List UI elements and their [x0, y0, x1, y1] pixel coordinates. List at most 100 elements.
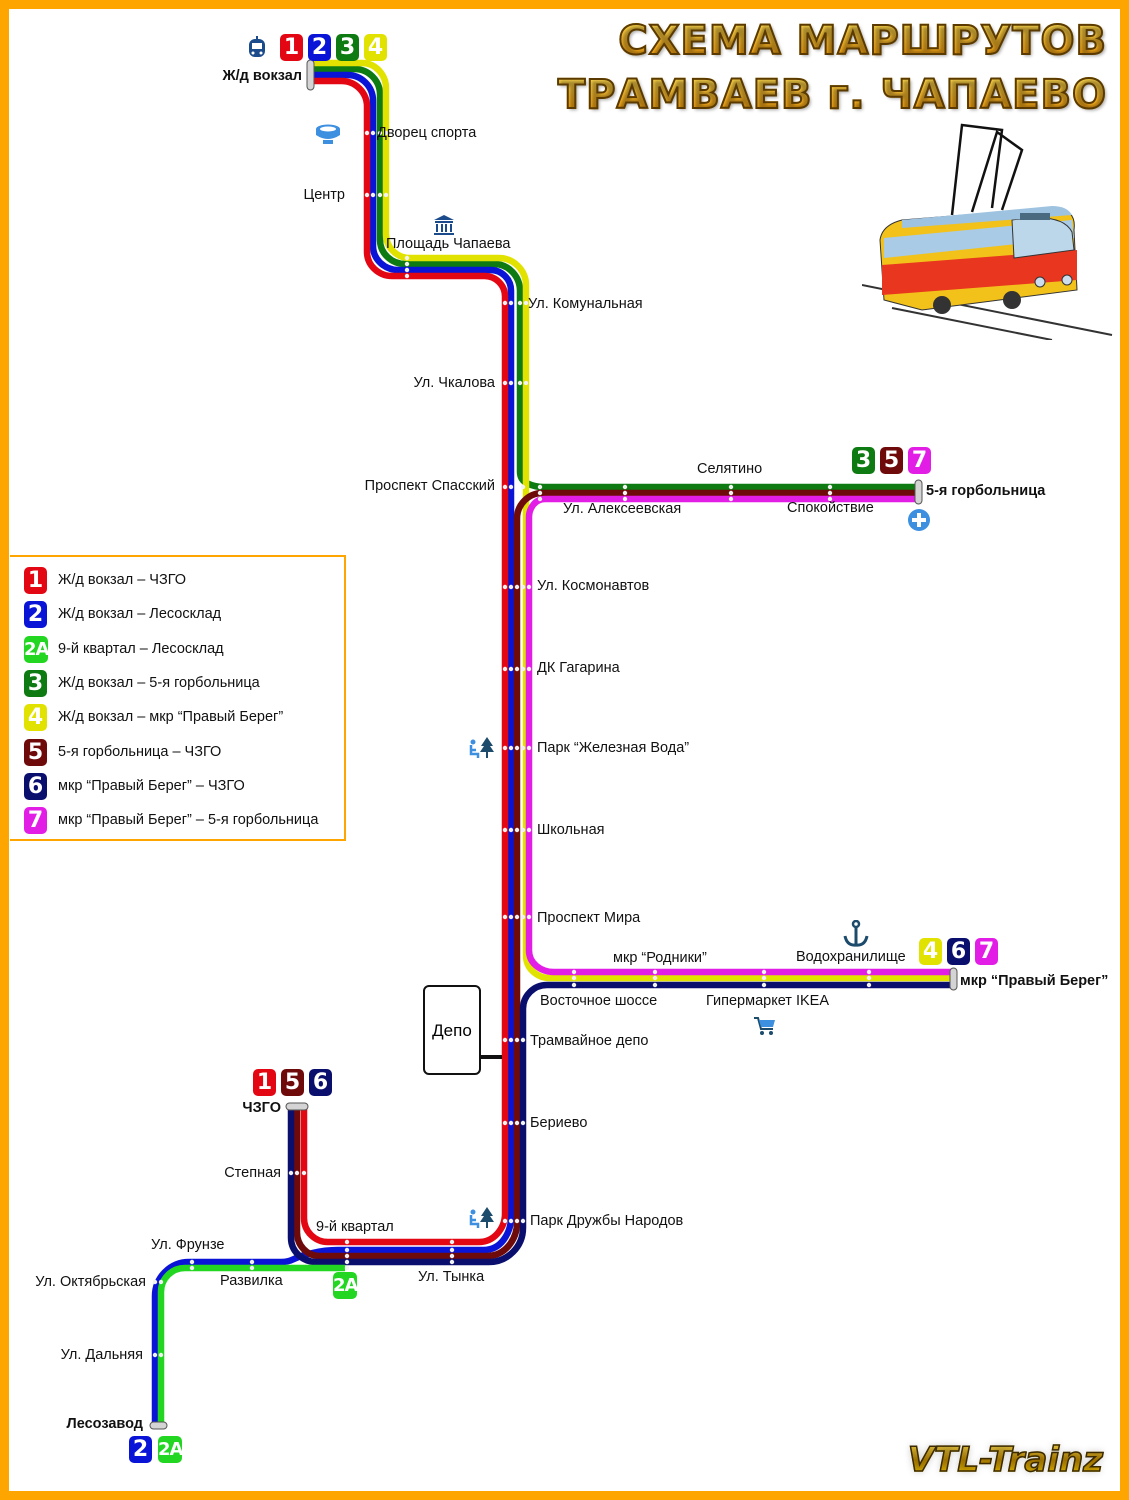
stop-dot — [249, 1265, 255, 1271]
stop-dot — [514, 666, 520, 672]
stop-dot — [523, 300, 529, 306]
stop-dot — [520, 584, 526, 590]
stop-label: Восточное шоссе — [540, 993, 658, 1009]
legend-item-text: Ж/д вокзал – ЧЗГО — [58, 572, 187, 588]
stop-dot — [370, 192, 376, 198]
route-badge-6: 6 — [309, 1069, 332, 1096]
stop-label: Развилка — [220, 1273, 283, 1289]
stop-dot — [514, 827, 520, 833]
route-badge-6: 6 — [24, 772, 47, 800]
stop-dot — [502, 666, 508, 672]
stop-label: мкр “Родники” — [613, 950, 707, 966]
stop-dot — [520, 666, 526, 672]
route-badge-7: 7 — [908, 447, 931, 474]
terminal-label-chzgo: ЧЗГО — [242, 1100, 281, 1116]
watermark-logo: VTL-Trainz — [907, 1439, 1104, 1481]
map-title-line2: ТРАМВАЕВ г. ЧАПАЕВО — [557, 71, 1107, 119]
stop-dot — [344, 1253, 350, 1259]
legend-item-text: мкр “Правый Берег” – ЧЗГО — [58, 777, 245, 794]
stop-dot — [364, 192, 370, 198]
stop-label: 9-й квартал — [316, 1219, 394, 1235]
stop-dot — [508, 666, 514, 672]
route-line-7 — [525, 495, 952, 976]
route-badge-2: 2 — [24, 601, 47, 629]
stop-dot — [508, 745, 514, 751]
terminal-label-gorbolnitsa: 5-я горбольница — [926, 483, 1046, 499]
stop-dot — [866, 982, 872, 988]
route-badge-1: 1 — [253, 1069, 276, 1096]
legend-item-text: Ж/д вокзал – 5-я горбольница — [58, 674, 260, 691]
stop-dot — [377, 192, 383, 198]
stop-dot — [508, 380, 514, 386]
stop-dot — [404, 267, 410, 273]
stop-dot — [514, 1120, 520, 1126]
stop-dot — [449, 1259, 455, 1265]
stop-label: Ул. Дальняя — [60, 1347, 143, 1363]
stop-dot — [152, 1352, 158, 1358]
stop-dot — [517, 380, 523, 386]
route-line-2a — [157, 1264, 345, 1425]
terminal-cap-gorbolnitsa — [914, 479, 923, 505]
stop-label: Ул. Тынка — [418, 1269, 485, 1285]
stop-label: Центр — [303, 187, 345, 203]
stop-dot — [514, 584, 520, 590]
stop-dot — [508, 1218, 514, 1224]
stop-label: Проспект Мира — [537, 910, 641, 926]
stop-label: Ул. Фрунзе — [151, 1237, 225, 1253]
stop-dot — [761, 969, 767, 975]
stop-dot — [728, 496, 734, 502]
stop-dot — [404, 261, 410, 267]
stop-dot — [571, 982, 577, 988]
route-lines — [151, 59, 952, 1425]
stop-dot — [189, 1265, 195, 1271]
stop-dot — [449, 1253, 455, 1259]
stop-label: Спокойствие — [787, 500, 874, 516]
stop-dot — [508, 1120, 514, 1126]
stop-dot — [761, 982, 767, 988]
stop-label: Бериево — [530, 1115, 588, 1131]
stop-dot — [508, 584, 514, 590]
stop-label: Селятино — [697, 461, 763, 477]
stop-dot — [502, 584, 508, 590]
stop-dot — [344, 1247, 350, 1253]
stop-dot — [152, 1279, 158, 1285]
park-icon — [469, 737, 494, 758]
stop-dot — [652, 982, 658, 988]
route-badge-5: 5 — [880, 447, 903, 474]
route-badge-3: 3 — [336, 34, 359, 61]
legend-item-text: 5-я горбольница – ЧЗГО — [58, 743, 222, 760]
tram-illustration — [862, 123, 1113, 340]
route-badge-2: 2 — [129, 1436, 152, 1463]
stop-dot — [508, 484, 514, 490]
route-badge-2: 2 — [308, 34, 331, 61]
route-badge-2a: 2A — [333, 1272, 358, 1299]
stop-label: Степная — [224, 1165, 281, 1181]
map-title-line1: СХЕМА МАРШРУТОВ — [617, 17, 1107, 65]
stadium-icon — [316, 124, 340, 144]
stop-dot — [502, 484, 508, 490]
stop-dot — [502, 300, 508, 306]
stop-dot — [514, 1037, 520, 1043]
terminal-cap-praviy-bereg — [949, 967, 958, 991]
train-icon — [249, 36, 265, 57]
stop-label: Трамвайное депо — [530, 1033, 649, 1049]
stop-dot — [508, 914, 514, 920]
stop-label: ДК Гагарина — [537, 660, 620, 676]
route-badge-4: 4 — [364, 34, 387, 61]
stop-dot — [526, 666, 532, 672]
route-badge-5: 5 — [281, 1069, 304, 1096]
stop-dot — [301, 1170, 307, 1176]
legend-item-text: Ж/д вокзал – мкр “Правый Берег” — [58, 709, 284, 726]
stop-dot — [728, 490, 734, 496]
route-badge-3: 3 — [24, 669, 47, 697]
stop-label: Ул. Октябрьская — [35, 1274, 146, 1290]
stop-dot — [502, 1218, 508, 1224]
stop-dot — [866, 969, 872, 975]
terminal-markers — [149, 59, 958, 1430]
stop-dot — [383, 192, 389, 198]
route-badge-2a: 2A — [24, 635, 49, 663]
stop-dot — [652, 975, 658, 981]
stop-label: Площадь Чапаева — [386, 236, 511, 252]
stop-dot — [520, 914, 526, 920]
